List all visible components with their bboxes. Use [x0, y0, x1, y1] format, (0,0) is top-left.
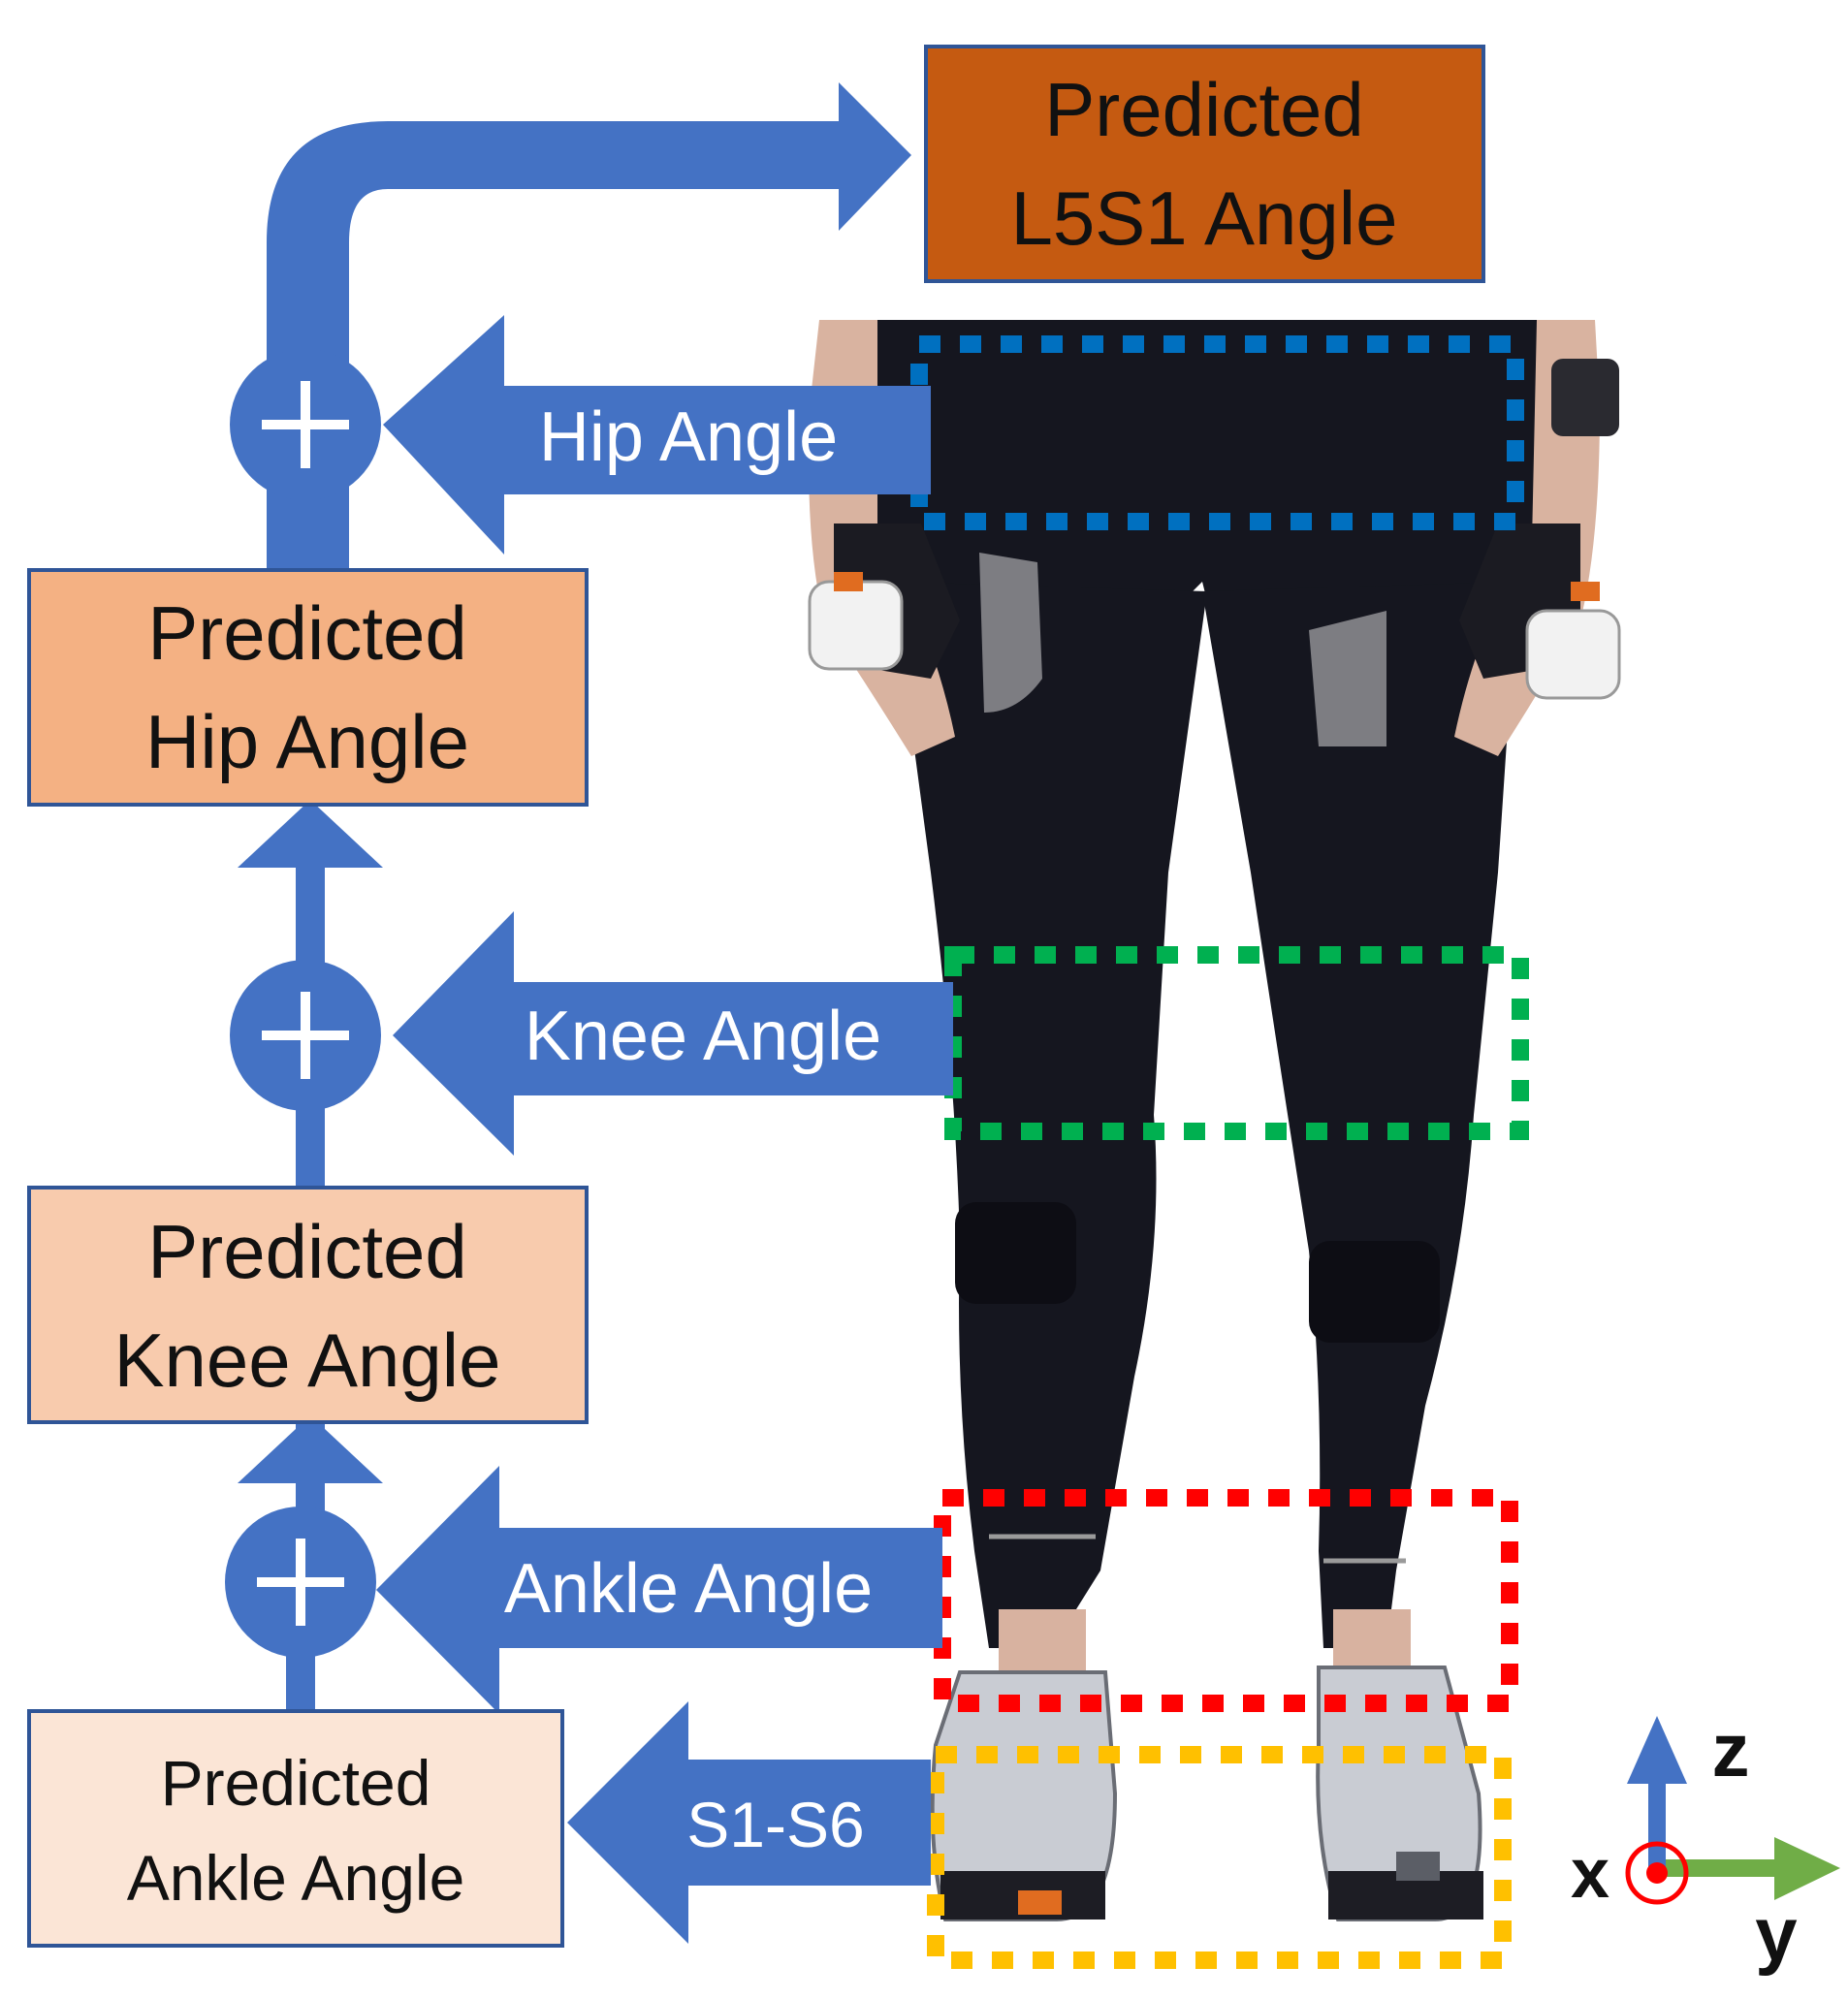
left-foot-sensor [1018, 1890, 1062, 1915]
ankle-angle-arrow [376, 1466, 942, 1714]
hip-angle-arrow [383, 315, 931, 555]
right-thigh-pad [1309, 611, 1386, 746]
suit-right-leg [1202, 582, 1517, 1648]
l5s1-box-fill [924, 45, 1485, 283]
ankle-angle-arrow-label: Ankle Angle [504, 1550, 873, 1628]
right-foot-sensor [1396, 1852, 1440, 1881]
arrowhead-into-knee-box [238, 1415, 383, 1483]
arrowhead-into-hip-box [238, 800, 383, 868]
knee-box-fill [27, 1186, 589, 1424]
knee-angle-arrow-label: Knee Angle [525, 998, 881, 1075]
y-axis-shaft [1666, 1859, 1777, 1877]
x-axis-ring [1625, 1841, 1689, 1905]
knee-box-line2: Knee Angle [113, 1317, 500, 1403]
ankle-box-fill [27, 1709, 564, 1948]
left-thigh-pad [979, 553, 1042, 713]
ankle-box-line2: Ankle Angle [127, 1842, 465, 1914]
y-axis-label: y [1755, 1891, 1797, 1977]
flow-structure [238, 82, 953, 1944]
hip-angle-arrow-label: Hip Angle [539, 398, 838, 476]
hip-region-box [910, 335, 1524, 530]
left-wrist-clip [834, 572, 863, 591]
knee-angle-arrow [393, 911, 953, 1156]
hip-prediction-box: Predicted Hip Angle [27, 568, 589, 807]
right-wrist-clip [1571, 582, 1600, 601]
hip-box-fill [27, 568, 589, 807]
x-axis-label: x [1571, 1835, 1609, 1913]
l5s1-arrowhead [839, 82, 911, 231]
sum-junction-ankle [225, 1507, 376, 1658]
knee-prediction-box: Predicted Knee Angle [27, 1186, 589, 1424]
l5s1-box-line2: L5S1 Angle [1010, 175, 1397, 261]
l5s1-output-box: Predicted L5S1 Angle [924, 45, 1485, 283]
y-axis-arrowhead [1774, 1837, 1840, 1900]
l5s1-box-line1: Predicted [1044, 67, 1364, 152]
hip-box-line2: Hip Angle [145, 699, 469, 784]
suit-left-leg [892, 582, 1207, 1648]
knee-box-line1: Predicted [147, 1209, 467, 1294]
forearm-strap [1551, 359, 1619, 436]
right-knee-strap [1309, 1241, 1440, 1343]
right-wrist-sensor [1525, 609, 1621, 700]
z-axis-shaft [1648, 1779, 1666, 1876]
suit-pelvis [824, 320, 1590, 620]
foot-region-box [927, 1746, 1512, 1969]
connector-ankle-to-sum [286, 1653, 315, 1711]
sensors-arrow-label: S1-S6 [686, 1789, 864, 1860]
ankle-prediction-box: Predicted Ankle Angle [27, 1709, 564, 1948]
z-axis-arrowhead [1627, 1716, 1687, 1784]
hip-box-line1: Predicted [147, 590, 467, 676]
sensors-arrow [567, 1701, 931, 1944]
z-axis-label: z [1712, 1707, 1750, 1793]
l5s1-feed-path [267, 121, 839, 570]
left-wrist-sensor [808, 580, 904, 671]
subject-photo [808, 320, 1621, 1921]
x-axis-dot [1646, 1862, 1668, 1884]
sum-junction-knee [230, 960, 381, 1111]
left-knee-strap [955, 1202, 1076, 1304]
ankle-box-line1: Predicted [161, 1747, 431, 1819]
coordinate-axes-icon: z y x [1571, 1707, 1840, 1977]
sum-junction-hip [230, 349, 381, 500]
